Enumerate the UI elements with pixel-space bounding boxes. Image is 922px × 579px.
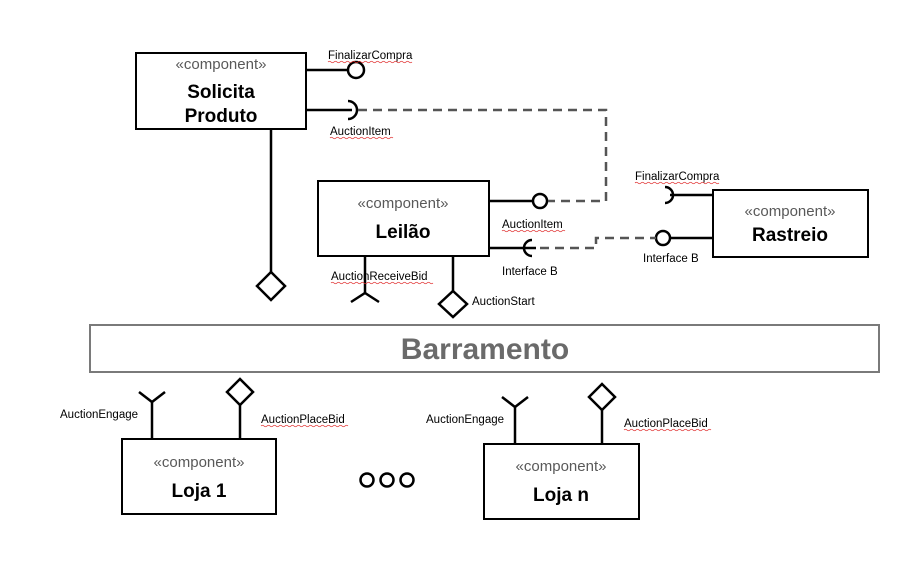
interface-label: AuctionItem bbox=[330, 126, 391, 138]
dashed-connector-interface-b bbox=[540, 236, 656, 250]
component-leilao[interactable]: «component» Leilão bbox=[317, 180, 490, 257]
diamond-icon bbox=[437, 289, 469, 319]
provided-interface-b: Interface B bbox=[643, 229, 713, 265]
socket-icon bbox=[664, 185, 675, 205]
interface-label: AuctionReceiveBid bbox=[331, 271, 428, 283]
component-name-line1: Solicita bbox=[187, 82, 255, 103]
interface-auction-start: AuctionStart bbox=[437, 256, 535, 319]
component-loja-n[interactable]: «component» Loja n bbox=[483, 443, 640, 520]
component-rastreio[interactable]: «component» Rastreio bbox=[712, 189, 869, 258]
interface-auction-place-bid-loja1: AuctionPlaceBid bbox=[225, 377, 349, 439]
ellipsis-dot bbox=[399, 472, 415, 488]
socket-icon bbox=[347, 99, 359, 121]
ellipsis-dot bbox=[359, 472, 375, 488]
stereotype-label: «component» bbox=[745, 203, 836, 220]
lollipop-icon bbox=[654, 229, 672, 247]
bus-label: Barramento bbox=[401, 333, 569, 366]
component-name: Loja n bbox=[533, 485, 589, 506]
interface-label: AuctionEngage bbox=[60, 409, 138, 421]
provided-interface-auction-item: AuctionItem bbox=[489, 192, 566, 233]
interface-label: AuctionPlaceBid bbox=[261, 414, 345, 426]
diamond-icon bbox=[255, 270, 287, 302]
component-name: Leilão bbox=[376, 222, 431, 243]
bus-barramento[interactable]: Barramento bbox=[89, 324, 880, 373]
interface-label: AuctionPlaceBid bbox=[624, 418, 708, 430]
dashed-connector-auction-item bbox=[358, 108, 608, 203]
lollipop-icon bbox=[346, 60, 366, 80]
component-name-line2: Produto bbox=[185, 106, 258, 127]
fork-icon bbox=[350, 291, 380, 304]
interface-label: AuctionItem bbox=[502, 219, 563, 231]
required-interface-finalizar-compra: FinalizarCompra bbox=[634, 171, 720, 205]
ellipsis-dot bbox=[379, 472, 395, 488]
fork-icon bbox=[501, 396, 529, 409]
required-interface-auction-engage-lojan: AuctionEngage bbox=[426, 396, 529, 444]
ellipsis-more-stores bbox=[359, 472, 415, 488]
connector-solicita-bus bbox=[255, 129, 287, 302]
bus-box bbox=[89, 324, 880, 373]
provided-interface-finalizar-compra: FinalizarCompra bbox=[306, 50, 413, 80]
component-box bbox=[121, 438, 277, 515]
component-loja-1[interactable]: «component» Loja 1 bbox=[121, 438, 277, 515]
diamond-icon bbox=[225, 377, 255, 407]
interface-label: FinalizarCompra bbox=[328, 50, 413, 62]
interface-auction-place-bid-lojan: AuctionPlaceBid bbox=[587, 382, 712, 444]
socket-icon bbox=[522, 238, 533, 258]
component-box bbox=[317, 180, 490, 257]
component-box bbox=[135, 52, 307, 130]
required-interface-auction-receive-bid: AuctionReceiveBid bbox=[330, 256, 434, 304]
stereotype-label: «component» bbox=[176, 56, 267, 73]
interface-label: Interface B bbox=[643, 253, 699, 265]
component-name: Loja 1 bbox=[172, 481, 227, 502]
required-interface-auction-item: AuctionItem bbox=[306, 99, 394, 140]
component-name: Rastreio bbox=[752, 225, 828, 246]
required-interface-auction-engage-loja1: AuctionEngage bbox=[60, 391, 166, 439]
interface-label: Interface B bbox=[502, 266, 558, 278]
required-interface-b: Interface B bbox=[489, 238, 558, 278]
interface-label: AuctionEngage bbox=[426, 414, 504, 426]
lollipop-icon bbox=[531, 192, 549, 210]
fork-icon bbox=[138, 391, 166, 404]
stereotype-label: «component» bbox=[358, 195, 449, 212]
interface-label: FinalizarCompra bbox=[635, 171, 720, 183]
component-box bbox=[483, 443, 640, 520]
interface-label: AuctionStart bbox=[472, 296, 535, 308]
diamond-icon bbox=[587, 382, 617, 412]
component-box bbox=[712, 189, 869, 258]
component-solicita-produto[interactable]: «component» Solicita Produto bbox=[135, 52, 307, 130]
stereotype-label: «component» bbox=[154, 454, 245, 471]
stereotype-label: «component» bbox=[516, 458, 607, 475]
